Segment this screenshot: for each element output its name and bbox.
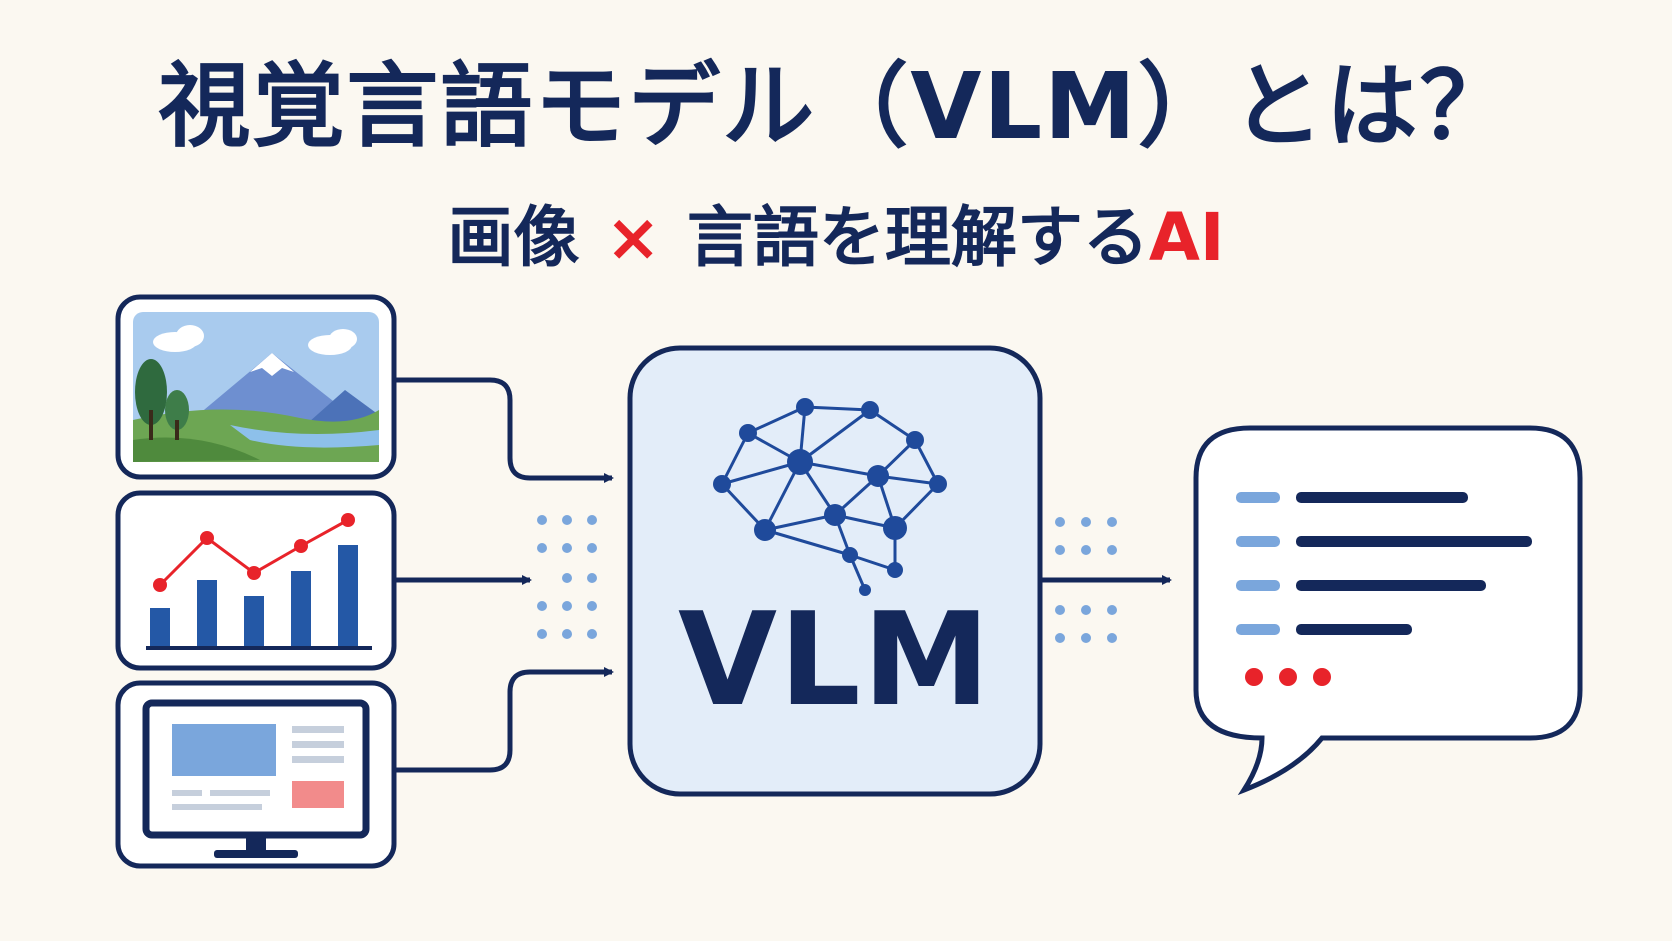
landscape-image-card: [115, 294, 397, 480]
speech-bubble-text-icon: [1193, 425, 1583, 796]
input-connectors: [394, 377, 614, 773]
subtitle-ai-text: AI: [1148, 199, 1225, 276]
vlm-label: VLM: [678, 586, 992, 735]
page-subtitle: 画像 × 言語を理解するAI: [0, 196, 1672, 280]
times-icon: ×: [605, 199, 661, 276]
vlm-model-box: [627, 345, 1043, 797]
subtitle-language-text: 言語を理解する: [686, 199, 1149, 276]
chart-image-card: [115, 490, 397, 671]
page-title: 視覚言語モデル（VLM）とは？: [158, 53, 1514, 160]
monitor-ui-icon: [142, 699, 370, 858]
bar-line-chart-icon: [146, 513, 372, 650]
mountain-landscape-icon: [133, 312, 379, 462]
screen-image-card: [115, 680, 397, 869]
output-dot-grid: [1055, 517, 1117, 643]
subtitle-image-text: 画像: [447, 199, 580, 276]
neural-nodes: [713, 398, 947, 596]
input-dot-grid: [537, 515, 597, 639]
